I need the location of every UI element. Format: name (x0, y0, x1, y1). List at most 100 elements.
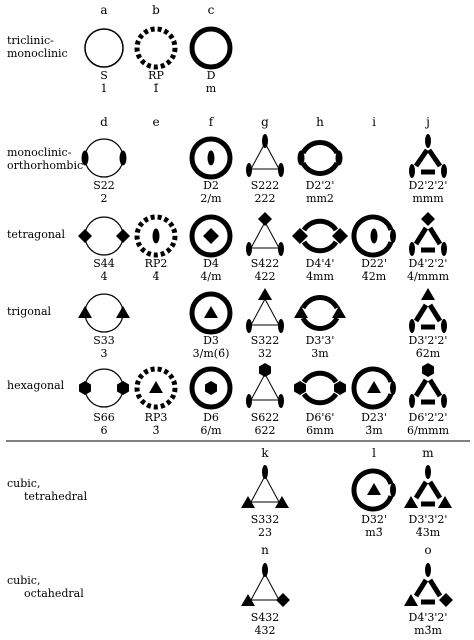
orbifold-arc-top (301, 218, 339, 232)
orbifold-code: S33 (93, 334, 115, 347)
twofold-axis-mark (409, 394, 415, 408)
orbifold-circle-thick (189, 214, 233, 258)
orbifold-code: S332 (251, 513, 280, 526)
twofold-axis-mark (409, 319, 415, 333)
fourfold-axis-mark (203, 228, 219, 244)
orbifold-arc-thick (351, 366, 394, 410)
orbifold-code: S66 (93, 411, 115, 424)
point-group-symbol: mmm (412, 192, 444, 205)
orbifold-circle-dashed (134, 366, 178, 410)
cell-S622: S622 622 (246, 363, 284, 437)
orbifold-edge (250, 221, 266, 249)
column-label-b: b (152, 3, 160, 17)
orbifold-edge (264, 221, 280, 249)
fourfold-axis-mark (332, 228, 348, 244)
point-group-symbol: 4̄ (153, 270, 160, 283)
sixfold-axis-mark (259, 363, 271, 377)
column-label-d: d (100, 115, 108, 129)
orbifold-code: S322 (251, 334, 280, 347)
orbifold-edge-thick (413, 226, 429, 246)
point-group-symbol: 3̄m (365, 424, 383, 437)
threefold-axis-mark (275, 496, 289, 508)
column-headers: a b c d e f g h i j k l m n o (100, 3, 434, 557)
cell-RP2: RP2 4̄ (134, 214, 178, 283)
twofold-axis-mark (297, 150, 305, 166)
cell-D3p3p2p: D3'3'2' 4̄3m (404, 465, 452, 539)
orbifold-code: D2'2' (306, 179, 335, 192)
orbifold-code: D6 (203, 411, 219, 424)
row-label-cubic-tetra-1: cubic, (7, 477, 40, 490)
orbifold-edge-thick (427, 480, 443, 500)
cell-D4p2p2p: D4'2'2' 4/mmm (407, 212, 450, 283)
cell-D3: D3 3/m(6̄) (189, 291, 233, 360)
column-label-f: f (209, 115, 215, 129)
point-group-symbol: 6 (101, 424, 108, 437)
column-label-o: o (424, 543, 431, 557)
point-group-symbol: 1 (101, 82, 108, 95)
orbifold-arc-bottom (84, 157, 124, 178)
twofold-axis-mark (246, 163, 252, 177)
point-group-symbol: 3m (311, 347, 329, 360)
twofold-axis-mark (278, 242, 284, 256)
orbifold-code: D32' (361, 513, 387, 526)
row-label-hexagonal: hexagonal (7, 379, 65, 392)
orbifold-circle-dashed (134, 26, 178, 70)
threefold-axis-mark (421, 288, 435, 300)
twofold-axis-mark (278, 163, 284, 177)
point-group-symbol: 4/mmm (407, 270, 450, 283)
twofold-axis-mark (425, 563, 431, 577)
orbifold-arc-bottom (84, 312, 124, 333)
fourfold-axis-mark (116, 229, 130, 243)
orbifold-arc-top (84, 368, 124, 389)
orbifold-code: D23' (361, 411, 387, 424)
cell-D2p2p2p: D2'2'2' mmm (409, 134, 447, 205)
twofold-axis-mark (370, 228, 378, 244)
point-group-symbol: 4 (101, 270, 108, 283)
threefold-axis-mark (404, 594, 418, 606)
twofold-axis-mark (425, 134, 431, 148)
orbifold-circle-thick (189, 136, 233, 180)
cell-S322: S322 32 (246, 288, 284, 360)
twofold-axis-mark (246, 319, 252, 333)
orbifold-edge-thick (426, 148, 443, 168)
row-label-triclinic-1: triclinic- (7, 34, 54, 47)
cell-D32p: D32' m3̄ (351, 468, 396, 539)
point-group-symbol: m3̄m (414, 624, 442, 637)
orbifold-edge-thick (427, 378, 443, 398)
threefold-axis-mark (241, 496, 255, 508)
orbifold-circle (84, 28, 124, 68)
fourfold-axis-mark (258, 212, 272, 226)
cell-S222: S222 222 (246, 134, 284, 205)
column-label-n: n (261, 543, 269, 557)
orbifold-arc-bottom (300, 161, 340, 177)
orbifold-edge-thick (427, 578, 443, 598)
cell-S: S 1 (84, 28, 124, 95)
orbifold-code: D2 (203, 179, 219, 192)
orbifold-circle-thick (189, 26, 233, 70)
point-group-symbol: m (206, 82, 217, 95)
point-group-symbol: 6/mmm (407, 424, 450, 437)
point-group-symbol: 6mm (306, 424, 334, 437)
point-group-symbol: m3̄ (365, 526, 382, 539)
threefold-axis-mark (78, 306, 92, 318)
column-label-j: j (424, 115, 430, 129)
cell-D2p2p: D2'2' mm2 (297, 139, 343, 205)
orbifold-code: D3'3' (306, 334, 335, 347)
threefold-axis-mark (204, 306, 218, 318)
cell-D4p3p2p: D4'3'2' m3̄m (404, 563, 453, 637)
threefold-axis-mark (258, 288, 272, 300)
sixfold-axis-mark (422, 363, 434, 377)
orbifold-arc-bottom (301, 240, 339, 254)
cell-D3p3p: D3'3' 3m (294, 294, 346, 360)
fourfold-axis-mark (292, 228, 308, 244)
orbifold-edge-thick (427, 226, 443, 246)
orbifold-edge (264, 475, 280, 503)
column-label-g: g (261, 115, 269, 129)
sixfold-axis-mark (117, 381, 129, 395)
threefold-axis-mark (367, 483, 381, 495)
point-group-symbol: 2/m (200, 192, 222, 205)
orbifold-code: RP (148, 69, 164, 82)
cell-D: D m (189, 26, 233, 95)
orbifold-edge (250, 142, 266, 170)
twofold-axis-mark (81, 150, 89, 166)
